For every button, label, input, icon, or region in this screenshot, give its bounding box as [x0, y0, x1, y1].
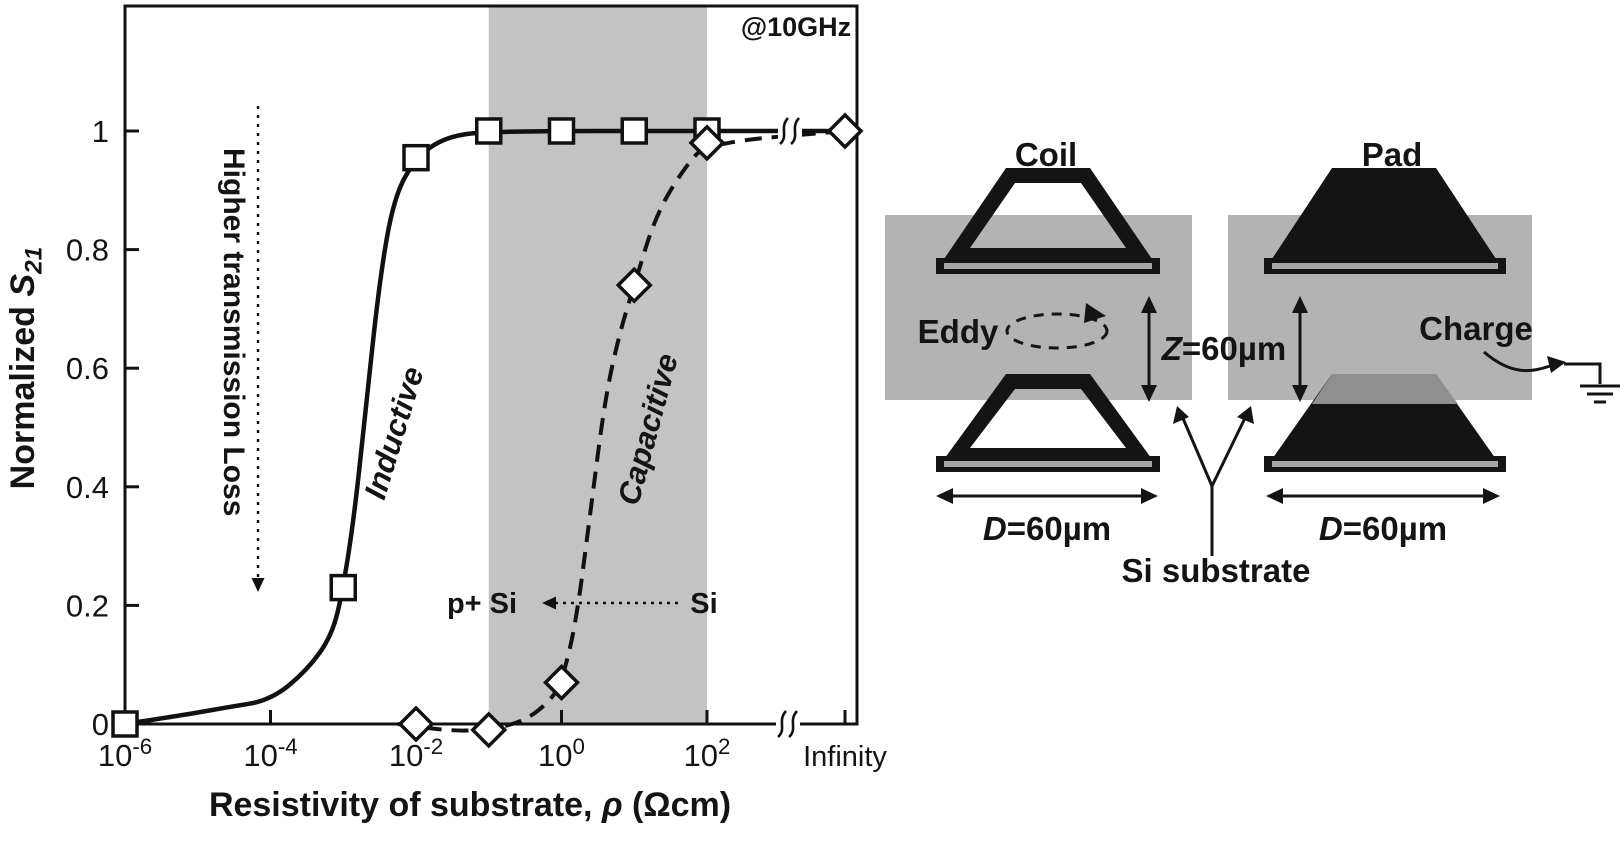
y-tick-label: 1 [92, 114, 109, 149]
y-tick-label: 0.4 [66, 470, 109, 505]
coil-bottom-metal-stripe [944, 461, 1152, 467]
z-dimension-label: Z=60µm [1161, 330, 1287, 367]
curve-break-slash [790, 117, 801, 145]
x-tick-label: 10-2 [389, 734, 443, 773]
marker-square-inductive [620, 117, 648, 145]
p-plus-si-label: p+ Si [447, 588, 517, 620]
coupling-structure-diagram: Coil Pad Eddy Z=60µm Charge [885, 136, 1620, 589]
x-tick-label: 100 [538, 734, 585, 773]
marker-square-inductive [329, 573, 357, 602]
s21-vs-resistivity-chart: 10-6 10-4 10-2 100 102 Infinity 0 0.2 0.4 0.6 0.8 1… [4, 4, 887, 824]
marker-diamond-capacitive [826, 112, 864, 150]
coil-top-metal-stripe [944, 263, 1152, 269]
x-axis-title: Resistivity of substrate, ρ (Ωcm) [209, 786, 731, 824]
charge-flow-arrow [1483, 350, 1551, 373]
y-tick-label: 0.6 [66, 351, 109, 386]
x-axis-break-slash [777, 710, 788, 738]
pad-top-plate [1270, 168, 1498, 262]
si-substrate-pointer [1173, 406, 1254, 556]
eddy-label: Eddy [918, 313, 999, 350]
y-axis-title: Normalized S21 [4, 247, 47, 490]
freq-annotation: @10GHz [741, 12, 851, 42]
si-to-psi-arrow-head [542, 596, 556, 610]
x-tick-label: 10-4 [243, 734, 297, 773]
shaded-resistivity-band [488, 6, 707, 724]
coil-bottom-loop [942, 374, 1154, 462]
coil-label: Coil [1015, 136, 1077, 173]
ground-symbol-icon [1580, 384, 1620, 404]
pad-bottom-top-face [1312, 374, 1458, 404]
marker-square-inductive [402, 143, 430, 172]
d-dimension-value: =60µm [1343, 510, 1447, 547]
ground-wire [1564, 362, 1602, 384]
x-tick-label: 102 [684, 734, 731, 773]
marker-diamond-capacitive [397, 705, 435, 743]
pad-d-dimension-label: D=60µm [1319, 510, 1447, 547]
z-thickness-arrow-coil [1141, 296, 1157, 402]
charge-arrowhead-icon [1547, 356, 1566, 373]
d-dimension-variable: D [983, 510, 1007, 547]
charge-label: Charge [1419, 310, 1533, 347]
y-tick-label: 0 [92, 707, 109, 742]
x-tick-label: Infinity [803, 741, 887, 773]
series-curve-capacitive [397, 129, 846, 733]
x-tick-label: 10-6 [98, 734, 152, 773]
marker-square-inductive [111, 710, 139, 738]
marker-diamond-capacitive [470, 711, 508, 749]
pad-top-metal-stripe [1272, 263, 1498, 269]
marker-square-inductive [475, 117, 503, 145]
y-tick-label: 0.2 [66, 588, 109, 623]
eddy-arrowhead-icon [1084, 303, 1106, 323]
curve-break-slash [779, 117, 790, 145]
d-width-arrow-coil [936, 488, 1158, 504]
d-dimension-value: =60µm [1007, 510, 1111, 547]
coil-top-loop [942, 168, 1154, 262]
z-dimension-value: =60µm [1182, 330, 1286, 367]
pad-bottom-metal-stripe [1272, 461, 1498, 467]
si-label: Si [690, 588, 717, 620]
marker-diamond-capacitive [615, 266, 653, 304]
coil-d-dimension-label: D=60µm [983, 510, 1111, 547]
d-dimension-variable: D [1319, 510, 1343, 547]
pad-label: Pad [1362, 136, 1423, 173]
si-substrate-label: Si substrate [1122, 552, 1311, 589]
x-axis-break-slash [788, 710, 799, 738]
marker-square-inductive [547, 117, 576, 145]
higher-loss-arrow-head [251, 578, 265, 592]
eddy-current-loop-arrow [1005, 312, 1109, 350]
marker-diamond-capacitive [543, 664, 580, 701]
d-width-arrow-pad [1266, 488, 1500, 504]
y-tick-label: 0.8 [66, 233, 109, 268]
marker-diamond-capacitive [688, 124, 726, 162]
higher-loss-label: Higher transmission Loss [217, 148, 250, 516]
z-dimension-variable: Z [1161, 330, 1184, 367]
z-thickness-arrow-pad [1292, 296, 1308, 402]
